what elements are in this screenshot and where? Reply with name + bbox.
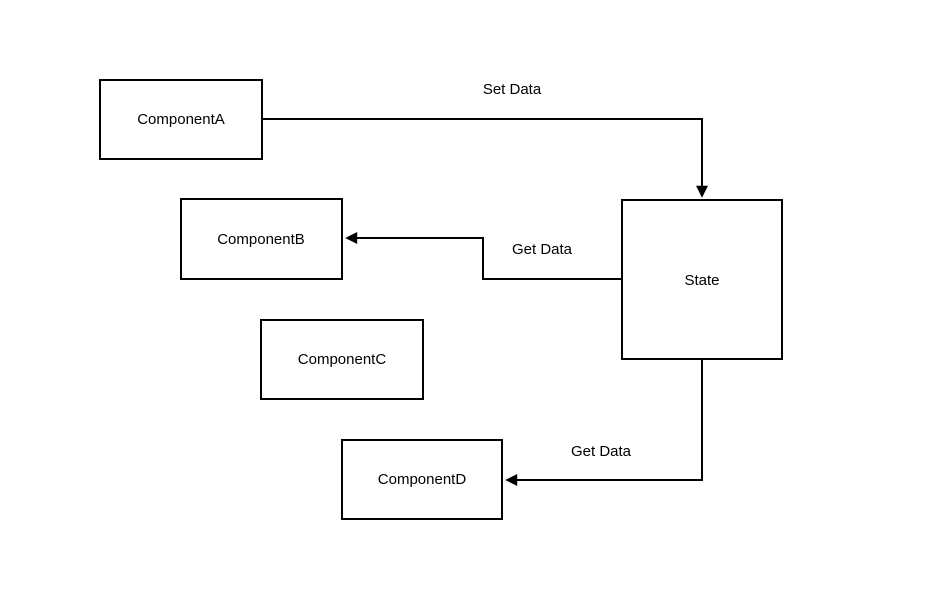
node-state: State [621, 199, 783, 360]
node-box-state [621, 199, 783, 360]
node-componentc: ComponentC [260, 319, 424, 400]
node-box-componentc [260, 319, 424, 400]
edge-get-data-state-to-componentd: Get Data [505, 359, 703, 486]
edge-line [262, 118, 708, 198]
node-label-state: State [684, 272, 719, 289]
edge-set-data-componenta-to-state: Set Data [262, 81, 708, 198]
node-label-componentd: ComponentD [378, 471, 467, 488]
node-label-componentc: ComponentC [298, 351, 387, 368]
edge-label-set-data: Set Data [483, 81, 542, 98]
edge-line [505, 359, 703, 486]
node-box-componenta [99, 79, 263, 160]
edge-line [345, 232, 622, 280]
edge-get-data-state-to-componentb: Get Data [345, 232, 622, 280]
node-label-componentb: ComponentB [217, 231, 305, 248]
node-box-componentd [341, 439, 503, 520]
node-label-componenta: ComponentA [137, 111, 225, 128]
node-box-componentb [180, 198, 343, 280]
node-componentb: ComponentB [180, 198, 343, 280]
edge-label-get-data-d: Get Data [571, 443, 632, 460]
edge-label-get-data-b: Get Data [512, 241, 573, 258]
node-componentd: ComponentD [341, 439, 503, 520]
node-componenta: ComponentA [99, 79, 263, 160]
